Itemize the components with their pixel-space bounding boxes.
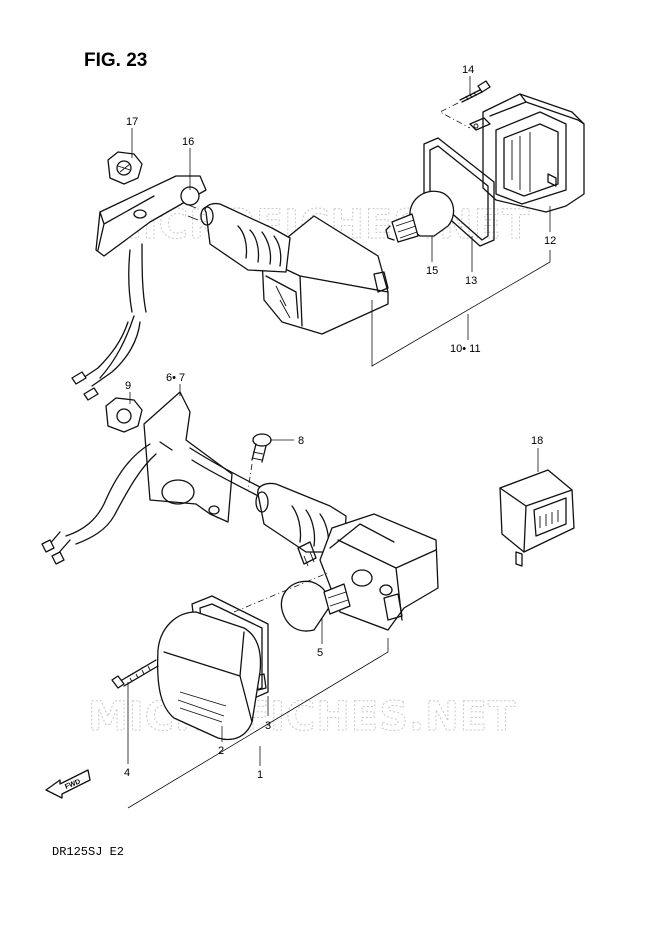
callout-4: 4 [124, 767, 130, 779]
callout-15: 15 [426, 265, 438, 277]
screw-4-part [111, 659, 159, 689]
assembly-axis-lower [233, 571, 331, 613]
nut-9 [105, 397, 143, 433]
socket-housing-upper [185, 202, 389, 335]
callout-10-11: 10• 11 [450, 343, 481, 355]
callout-17: 17 [126, 116, 138, 128]
upper-turn-signal-assembly [71, 80, 585, 401]
leader-lines [127, 76, 551, 766]
wire-harness-lower [41, 443, 263, 565]
fwd-arrow-icon: FWD [45, 769, 91, 799]
lens-2 [156, 611, 262, 741]
callout-3: 3 [265, 720, 271, 732]
screw-8-part [247, 433, 272, 491]
model-code: DR125SJ E2 [52, 845, 124, 859]
callout-13: 13 [465, 275, 477, 287]
callout-2: 2 [218, 745, 224, 757]
assembly-bracket-1 [127, 638, 389, 809]
bracket-16 [95, 175, 207, 257]
callout-1: 1 [257, 769, 263, 781]
figure-title: FIG. 23 [84, 50, 147, 71]
callout-8: 8 [298, 435, 304, 447]
lens-housing-12 [469, 93, 585, 213]
bulb-15 [385, 190, 455, 243]
callout-5: 5 [317, 647, 323, 659]
wire-harness-upper [71, 243, 147, 401]
nut-17 [107, 151, 143, 185]
flasher-relay-18 [499, 469, 575, 567]
callout-12: 12 [544, 235, 556, 247]
callout-18: 18 [531, 435, 543, 447]
bracket-6-7 [143, 391, 233, 523]
callout-6-7: 6• 7 [166, 372, 185, 384]
callout-9: 9 [125, 380, 131, 392]
assembly-bracket-10-11 [371, 250, 551, 367]
callout-14: 14 [462, 64, 474, 76]
callout-16: 16 [182, 136, 194, 148]
bulb-5 [280, 580, 351, 632]
socket-housing-lower [255, 482, 439, 631]
lower-turn-signal-assembly [41, 391, 439, 809]
watermark-lower: MICROFICHES.NET [88, 694, 516, 740]
